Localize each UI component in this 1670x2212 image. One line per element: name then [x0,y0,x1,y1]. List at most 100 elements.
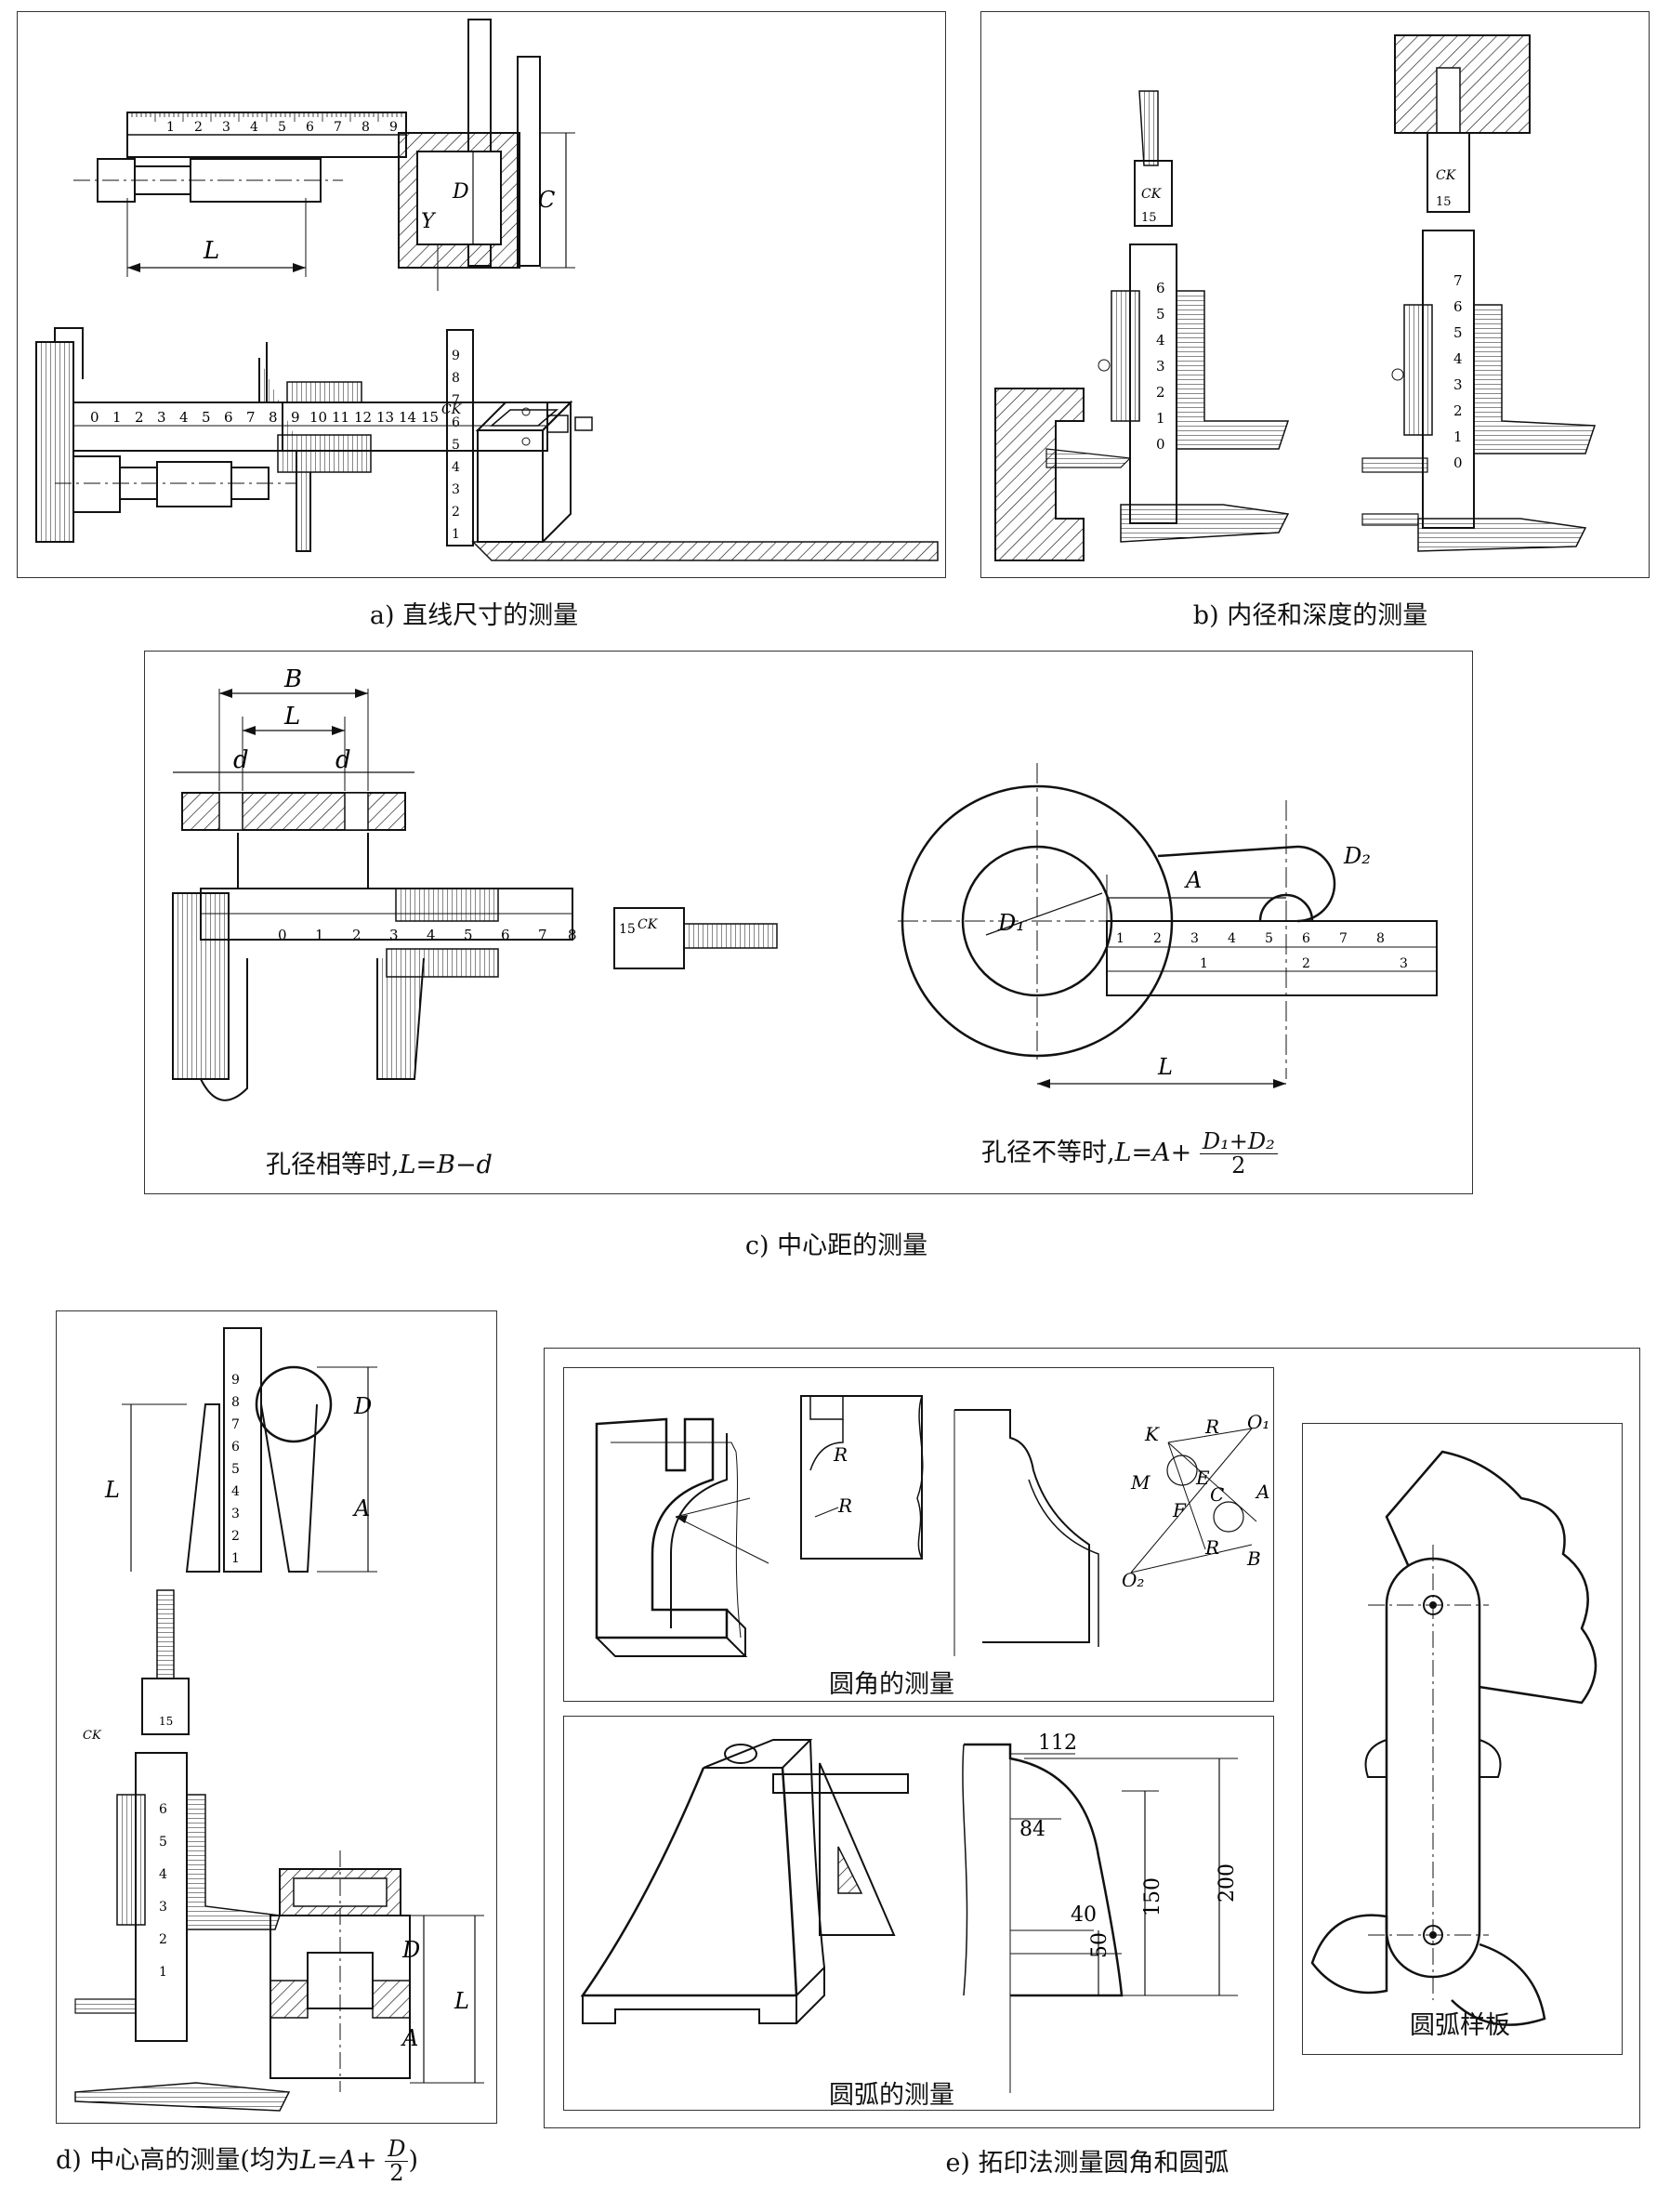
svg-text:8: 8 [362,120,370,135]
svg-text:5: 5 [452,438,460,453]
svg-text:5: 5 [278,120,286,135]
caption-template: 圆弧样板 [1410,2011,1510,2040]
ruler-ticks [126,112,407,122]
svg-text:4: 4 [159,1867,167,1882]
svg-text:0: 0 [1156,436,1165,453]
svg-text:R: R [1204,1415,1219,1438]
depth-scale-right: 0 1 2 3 4 5 6 7 [1453,272,1463,471]
svg-text:L: L [1157,1054,1173,1080]
svg-text:O₁: O₁ [1247,1411,1269,1433]
svg-text:9: 9 [452,349,460,363]
svg-text:8: 8 [1376,931,1385,946]
svg-text:9: 9 [231,1373,240,1388]
subpanel-template: 圆弧样板 [1302,1423,1623,2055]
svg-text:112: 112 [1038,1731,1077,1755]
svg-text:F: F [1172,1499,1187,1521]
svg-text:1: 1 [452,527,460,542]
svg-text:1: 1 [231,1551,240,1566]
svg-text:A: A [352,1495,370,1521]
caption-arc: 圆弧的测量 [829,2081,954,2110]
svg-text:0: 0 [278,927,287,943]
svg-text:3: 3 [1453,376,1463,393]
svg-text:D: D [452,180,469,204]
svg-text:2: 2 [1453,402,1463,419]
subpanel-fillet: R R K R O₁ M E C A F R O₂ B 圆角的测量 [563,1367,1274,1702]
panel-b-drawing: CK 15 0 1 2 3 4 5 6 CK 15 0 1 2 3 4 [994,34,1597,561]
svg-text:150: 150 [1141,1877,1164,1916]
svg-text:1: 1 [1200,956,1208,971]
svg-text:7: 7 [538,927,547,943]
svg-text:15: 15 [1436,195,1452,209]
svg-text:2: 2 [159,1932,167,1947]
svg-text:A: A [401,2025,418,2051]
svg-text:7: 7 [231,1417,240,1432]
depth-scale-left: 0 1 2 3 4 5 6 [1156,280,1165,453]
dim-D1-label: D₁ [997,910,1025,936]
panel-a-linear-measurement: 1 2 3 4 5 6 7 8 9 L 0 1 2 3 [17,11,946,578]
svg-text:200: 200 [1216,1863,1239,1903]
panel-c-center-distance: B L d d 0 1 2 3 4 5 6 7 8 [144,651,1473,1194]
svg-text:3: 3 [231,1507,240,1521]
caption-a: a) 直线尺寸的测量 [369,601,579,630]
svg-text:6: 6 [306,120,314,135]
svg-text:6: 6 [159,1802,167,1817]
svg-text:4: 4 [250,120,258,135]
svg-text:4: 4 [1453,350,1463,367]
svg-text:2: 2 [1302,956,1310,971]
svg-text:5: 5 [1156,306,1165,323]
svg-text:3: 3 [1156,358,1165,375]
svg-text:1: 1 [1116,931,1124,946]
svg-text:1: 1 [112,409,122,426]
svg-text:2: 2 [352,927,362,943]
svg-text:7: 7 [246,409,256,426]
svg-text:CK: CK [638,917,659,932]
svg-text:5: 5 [231,1462,240,1477]
svg-text:15: 15 [159,1715,173,1728]
svg-text:B: B [1246,1547,1261,1570]
svg-text:O₂: O₂ [1122,1569,1144,1591]
svg-text:L: L [454,1988,469,2014]
svg-text:6: 6 [452,415,460,430]
panel-c-drawing: B L d d 0 1 2 3 4 5 6 7 8 [172,665,1438,1101]
svg-text:84: 84 [1019,1818,1045,1841]
svg-text:8: 8 [269,409,278,426]
svg-text:50: 50 [1088,1932,1111,1958]
svg-text:3: 3 [1190,931,1199,946]
svg-text:7: 7 [1453,272,1463,289]
svg-text:15: 15 [1141,211,1157,225]
svg-text:2: 2 [1153,931,1162,946]
index-scale-numbers: 1 2 3 4 5 6 [159,1802,167,1980]
svg-text:6: 6 [501,927,510,943]
svg-text:0: 0 [1453,454,1463,471]
caption-c-left: 孔径相等时,L=B−d [266,1151,493,1179]
svg-text:CK: CK [1436,168,1457,183]
svg-text:14: 14 [399,409,416,426]
svg-text:1: 1 [166,120,175,135]
svg-text:3: 3 [222,120,230,135]
svg-text:R: R [833,1443,848,1466]
caption-b: b) 内径和深度的测量 [1192,601,1428,630]
svg-text:4: 4 [452,460,460,475]
svg-text:1: 1 [1453,428,1463,445]
svg-text:D: D [401,1937,420,1963]
svg-text:4: 4 [427,927,436,943]
svg-text:CK: CK [1141,187,1163,202]
caption-e: e) 拓印法测量圆角和圆弧 [945,2149,1229,2178]
dim-A-label: A [1184,867,1202,893]
caliper-c-scale: 0 1 2 3 4 5 6 7 8 [278,927,577,943]
svg-text:3: 3 [452,482,460,497]
svg-text:E: E [1195,1467,1210,1489]
dim-D2-label: D₂ [1343,843,1371,869]
svg-text:D: D [353,1393,372,1419]
panel-d-center-height: 1 2 3 4 5 6 7 8 9 L D A CK 15 1 2 3 4 [56,1310,497,2124]
svg-text:15: 15 [421,409,439,426]
panel-b-bore-depth: CK 15 0 1 2 3 4 5 6 CK 15 0 1 2 3 4 [980,11,1650,578]
svg-text:2: 2 [452,505,460,520]
svg-text:11: 11 [332,409,349,426]
svg-text:4: 4 [231,1484,240,1499]
caliper-main-scale: 0 1 2 3 4 5 6 7 8 9 10 11 12 13 14 15 CK [90,402,463,426]
svg-text:40: 40 [1071,1903,1097,1927]
svg-text:15: 15 [619,922,636,937]
